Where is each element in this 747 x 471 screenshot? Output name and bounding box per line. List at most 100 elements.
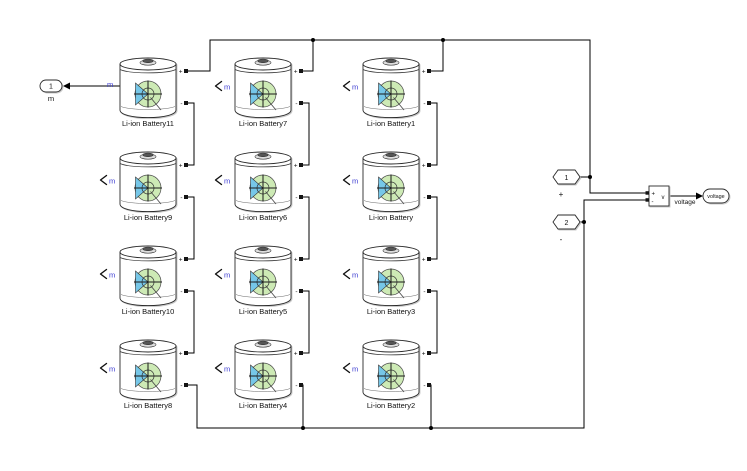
plus-port-label: +	[179, 69, 183, 76]
block-label[interactable]: Li-ion Battery4	[239, 401, 287, 410]
block-li-ion-battery5[interactable]: Li-ion Battery5 + - m	[214, 245, 304, 316]
m-port-label: m	[109, 177, 115, 186]
block-li-ion-battery10[interactable]: Li-ion Battery10 + - m	[99, 245, 189, 316]
wire-col1-series-3[interactable]	[186, 290, 195, 354]
block-label[interactable]: Li-ion Battery7	[239, 119, 287, 128]
minus-port[interactable]	[427, 195, 431, 199]
block-li-ion-battery4[interactable]: Li-ion Battery4 + - m	[214, 339, 304, 410]
plus-port-label: +	[179, 163, 183, 170]
unconnected-port-chevron-icon[interactable]	[342, 362, 351, 374]
plus-port[interactable]	[184, 69, 188, 73]
block-label[interactable]: Li-ion Battery3	[367, 307, 415, 316]
plus-port[interactable]	[299, 257, 303, 261]
m-port-label: m	[109, 271, 115, 280]
block-label[interactable]: Li-ion Battery	[369, 213, 413, 222]
unconnected-port-chevron-icon[interactable]	[342, 268, 351, 280]
minus-port[interactable]	[299, 101, 303, 105]
block-li-ion-battery11[interactable]: Li-ion Battery11 + - m	[107, 57, 188, 128]
voltage-sensor-minus-port[interactable]	[645, 198, 650, 202]
plus-port[interactable]	[427, 163, 431, 167]
minus-port[interactable]	[299, 289, 303, 293]
minus-port[interactable]	[184, 383, 188, 387]
wire-col3-series-2[interactable]	[429, 196, 438, 260]
voltage-sensor-plus-port[interactable]	[645, 191, 650, 195]
block-label[interactable]: Li-ion Battery5	[239, 307, 287, 316]
wire-col3-series-1[interactable]	[429, 102, 438, 166]
minus-port[interactable]	[299, 383, 303, 387]
block-li-ion-battery7[interactable]: Li-ion Battery7 + - m	[214, 57, 304, 128]
unconnected-port-chevron-icon[interactable]	[214, 362, 223, 374]
unconnected-port-chevron-icon[interactable]	[99, 362, 108, 374]
block-label[interactable]: Li-ion Battery2	[367, 401, 415, 410]
plus-port[interactable]	[427, 257, 431, 261]
wire-col2-minus-riser[interactable]	[301, 384, 304, 428]
wire-col3-plus-drop[interactable]	[429, 40, 444, 72]
plus-port[interactable]	[299, 69, 303, 73]
minus-port[interactable]	[427, 101, 431, 105]
block-li-ion-battery[interactable]: Li-ion Battery + - m	[342, 151, 432, 222]
minus-port[interactable]	[184, 195, 188, 199]
wire-col2-series-3[interactable]	[301, 290, 310, 354]
unconnected-port-chevron-icon[interactable]	[342, 174, 351, 186]
minus-port[interactable]	[427, 289, 431, 293]
minus-port[interactable]	[184, 289, 188, 293]
block-label[interactable]: Li-ion Battery9	[124, 213, 172, 222]
plus-port[interactable]	[427, 69, 431, 73]
plus-port-label: +	[422, 69, 426, 76]
conn-port-1-polarity: +	[559, 190, 564, 199]
junction-dots	[301, 38, 592, 430]
unconnected-port-chevron-icon[interactable]	[214, 174, 223, 186]
voltage-signal-arrowhead	[696, 192, 703, 200]
unconnected-port-chevron-icon[interactable]	[214, 268, 223, 280]
m-port-label: m	[352, 365, 358, 374]
plus-port[interactable]	[184, 351, 188, 355]
block-li-ion-battery8[interactable]: Li-ion Battery8 + - m	[99, 339, 189, 410]
plus-port[interactable]	[299, 163, 303, 167]
block-li-ion-battery3[interactable]: Li-ion Battery3 + - m	[342, 245, 432, 316]
minus-port[interactable]	[427, 383, 431, 387]
conn-port-2-number: 2	[565, 220, 569, 227]
voltage-sensor-minus-label: -	[652, 200, 654, 206]
block-li-ion-battery9[interactable]: Li-ion Battery9 + - m	[99, 151, 189, 222]
plus-port-label: +	[294, 69, 298, 76]
unconnected-port-chevron-icon[interactable]	[99, 268, 108, 280]
wire-col2-series-1[interactable]	[301, 102, 310, 166]
wire-col1-series-2[interactable]	[186, 196, 195, 260]
outport-m[interactable]: 1 m	[39, 79, 63, 103]
unconnected-port-chevron-icon[interactable]	[214, 80, 223, 92]
plus-port[interactable]	[184, 163, 188, 167]
block-label[interactable]: Li-ion Battery6	[239, 213, 287, 222]
outport-m-name[interactable]: m	[48, 94, 54, 103]
battery-icon	[119, 339, 177, 401]
plus-port[interactable]	[427, 351, 431, 355]
block-li-ion-battery2[interactable]: Li-ion Battery2 + - m	[342, 339, 432, 410]
battery-icon	[234, 245, 292, 307]
block-label[interactable]: Li-ion Battery10	[122, 307, 175, 316]
minus-port[interactable]	[184, 101, 188, 105]
unconnected-port-chevron-icon[interactable]	[342, 80, 351, 92]
block-li-ion-battery6[interactable]: Li-ion Battery6 + - m	[214, 151, 304, 222]
wire-col1-series-1[interactable]	[186, 102, 195, 166]
block-label[interactable]: Li-ion Battery8	[124, 401, 172, 410]
unconnected-port-chevron-icon[interactable]	[99, 174, 108, 186]
wire-col2-series-2[interactable]	[301, 196, 310, 260]
wire-col3-series-3[interactable]	[429, 290, 438, 354]
voltage-signal-name[interactable]: voltage	[675, 199, 696, 206]
block-label[interactable]: Li-ion Battery1	[367, 119, 415, 128]
block-li-ion-battery1[interactable]: Li-ion Battery1 + - m	[342, 57, 432, 128]
junction-dot	[311, 38, 315, 42]
plus-port[interactable]	[299, 351, 303, 355]
block-voltage-sensor[interactable]: + - v	[645, 185, 670, 207]
plus-port[interactable]	[184, 257, 188, 261]
conn-port-2[interactable]: 2 -	[552, 214, 581, 244]
wire-top-rail-to-voltage-plus[interactable]	[186, 39, 649, 194]
wire-col3-minus-riser[interactable]	[429, 384, 432, 428]
wire-voltage-minus-bottom-rail[interactable]	[186, 199, 649, 429]
outport-voltage[interactable]: voltage	[702, 188, 730, 204]
minus-port[interactable]	[299, 195, 303, 199]
minus-port-label: -	[423, 383, 425, 390]
wire-col2-plus-drop[interactable]	[301, 40, 314, 72]
block-label[interactable]: Li-ion Battery11	[122, 119, 174, 128]
conn-port-1[interactable]: 1 +	[552, 169, 581, 199]
m-port-label: m	[109, 365, 115, 374]
